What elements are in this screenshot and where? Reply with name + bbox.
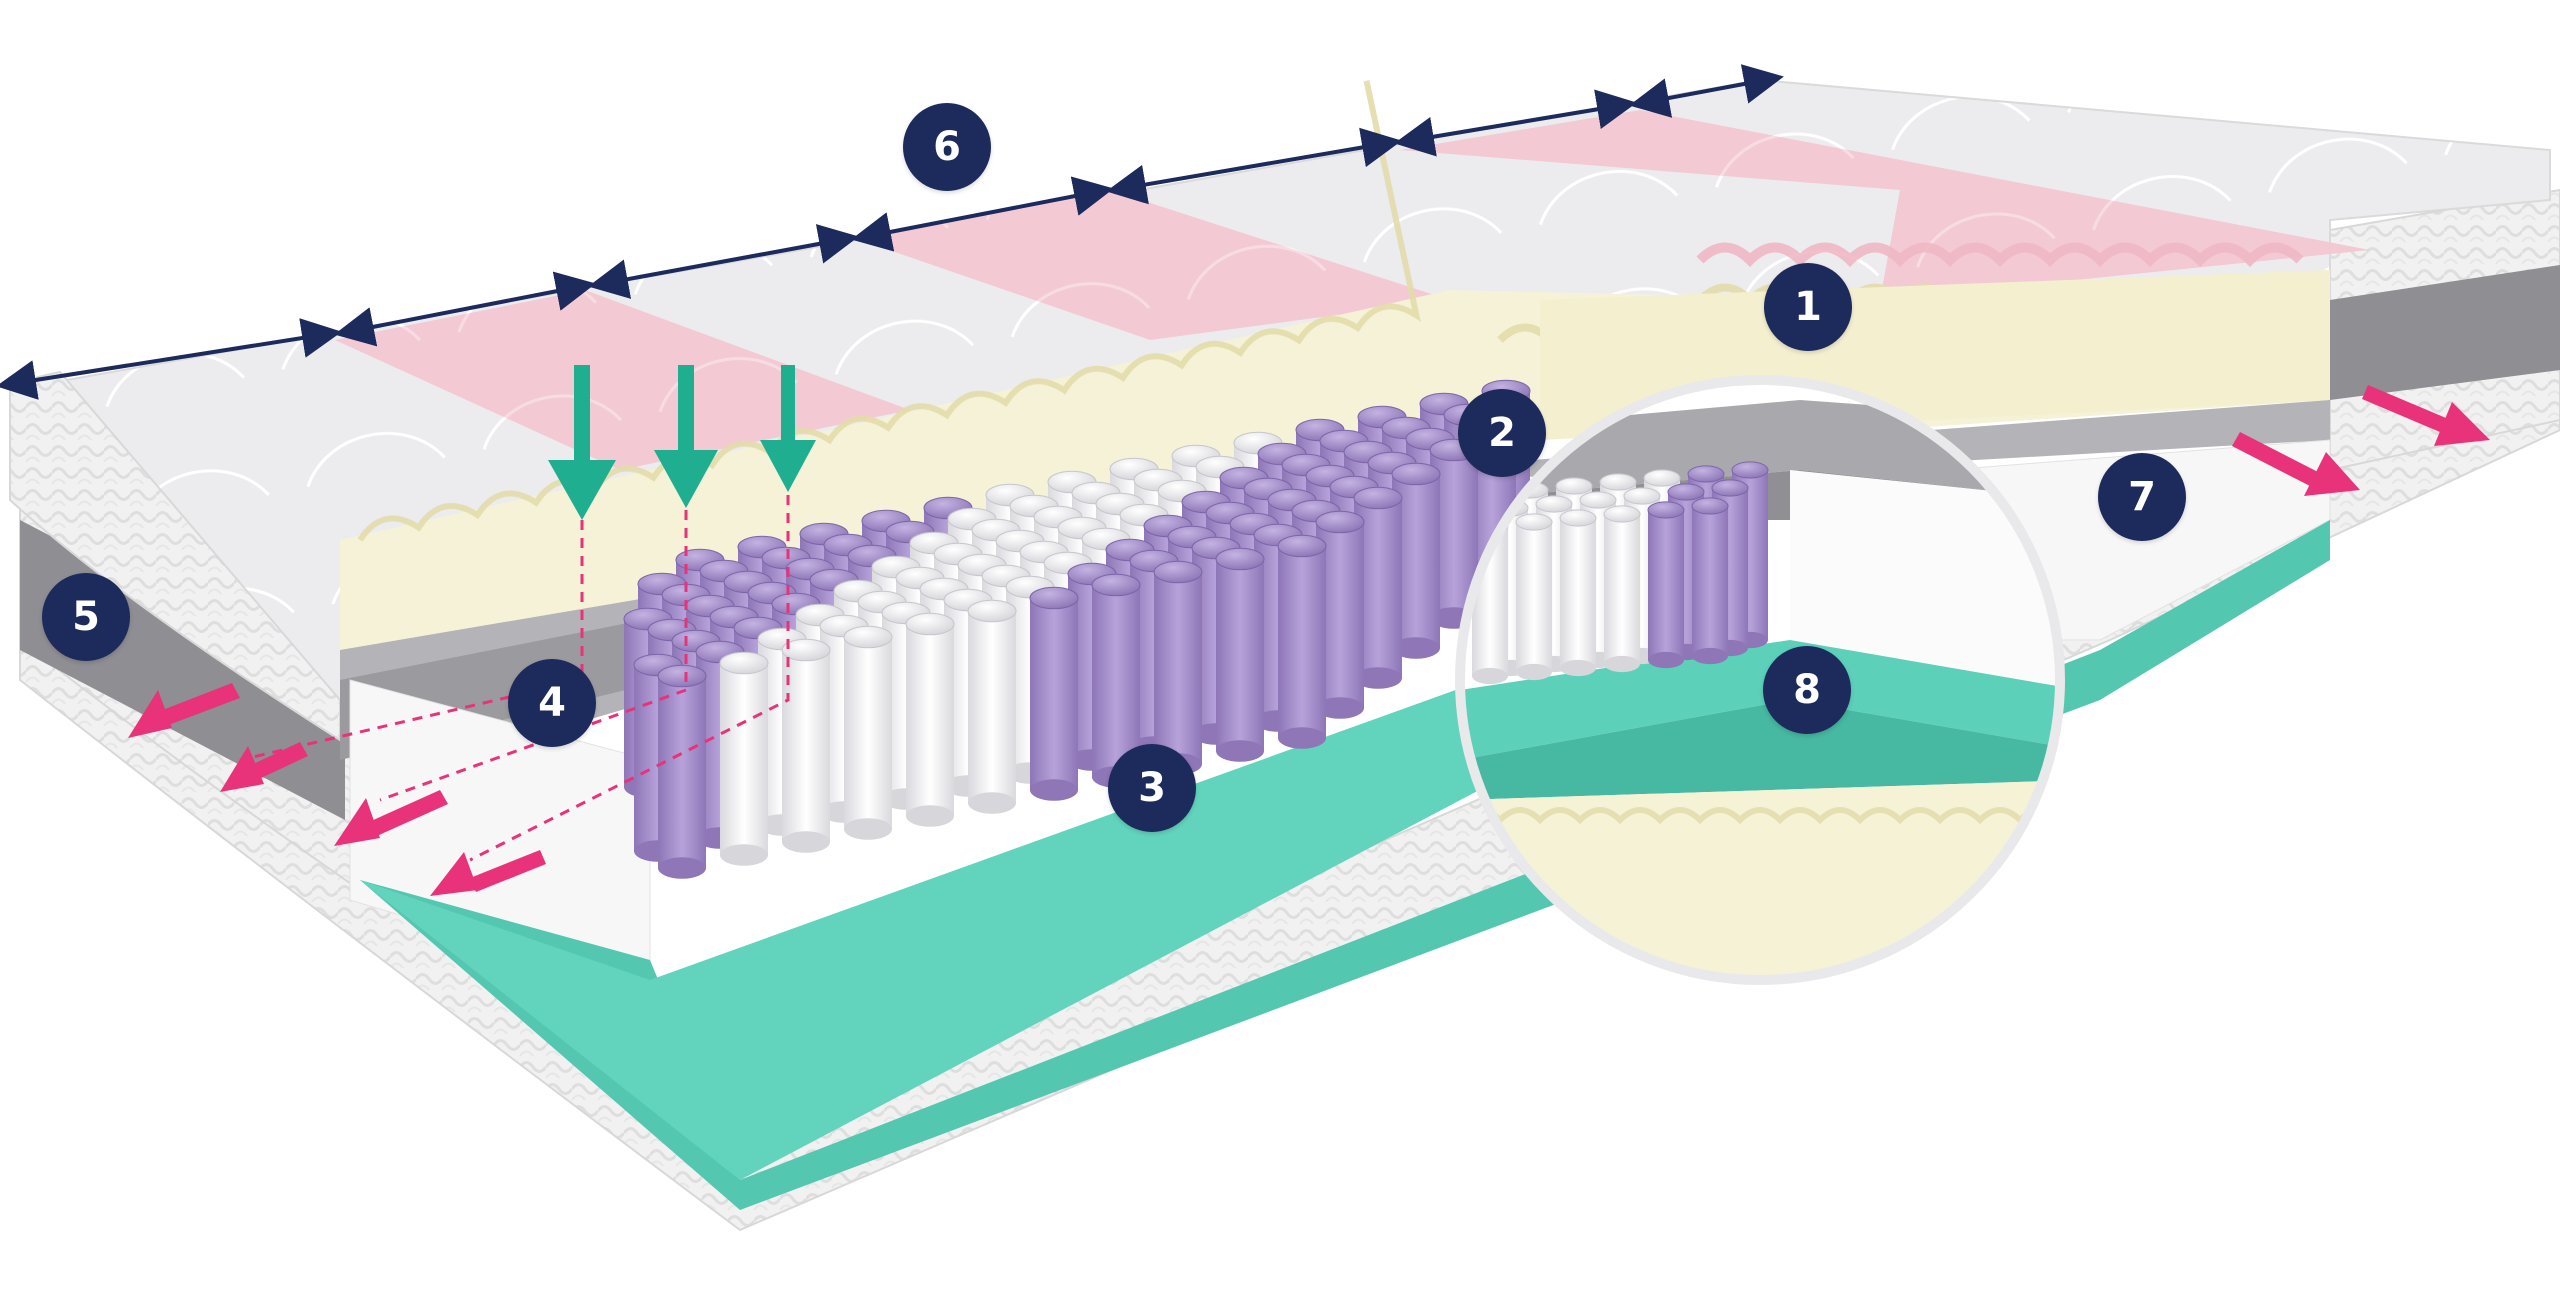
zone-dimension-arrow-icon [588, 224, 859, 299]
lens-white-wall [1790, 470, 2060, 690]
badge-8: 8 [1763, 646, 1851, 734]
layer-3-pocket-springs [623, 379, 1531, 879]
airflow-arrow-left-2-icon [220, 742, 308, 792]
pocket-spring-purple [1153, 560, 1203, 775]
badge-2: 2 [1458, 389, 1546, 477]
zone-dimension-arrows [0, 64, 1784, 400]
zone-dimension-arrow-icon [334, 271, 596, 347]
pocket-spring-white [1559, 509, 1597, 677]
pocket-spring-purple [1647, 501, 1685, 669]
pocket-spring-white [781, 638, 831, 853]
badge-6: 6 [903, 103, 991, 191]
badge-3: 3 [1108, 744, 1196, 832]
zone-dimension-arrow-icon [1629, 64, 1784, 118]
detail-zoom-lens [1455, 375, 2065, 985]
badge-7: 7 [2098, 453, 2186, 541]
base-foam-surface [360, 620, 1650, 1180]
badge-5: 5 [42, 573, 130, 661]
airflow-arrow-right-2-icon [2362, 385, 2490, 446]
airflow-arrow-left-4-icon [430, 850, 546, 896]
pocket-spring-white [905, 612, 955, 827]
pressure-arrow-1-icon [548, 365, 616, 520]
airflow-arrows [128, 385, 2490, 896]
airflow-arrow-left-3-icon [334, 790, 448, 846]
pocket-spring-purple [1691, 497, 1729, 665]
pocket-spring-white [719, 651, 769, 866]
pocket-spring-white [967, 599, 1017, 814]
pocket-spring-white [1515, 513, 1553, 681]
side-ventilation-band-right [2330, 265, 2560, 400]
pocket-spring-white [843, 625, 893, 840]
pocket-spring-purple [1215, 547, 1265, 762]
airflow-dashed-paths [239, 495, 790, 862]
airflow-arrow-right-1-icon [2232, 432, 2360, 496]
pressure-arrow-2-icon [654, 365, 718, 508]
pressure-arrow-3-icon [760, 365, 816, 492]
cover-bottom-edge [19, 328, 2560, 1232]
zone-dimension-arrow-icon [1106, 127, 1402, 205]
pocket-spring-white [1603, 505, 1641, 673]
airflow-arrow-left-1-icon [128, 683, 240, 738]
badge-1: 1 [1764, 263, 1852, 351]
zone-dimension-arrow-icon [1394, 89, 1637, 157]
pocket-spring-purple [1277, 534, 1327, 749]
pocket-spring-purple [1029, 586, 1079, 801]
pocket-spring-purple [657, 664, 707, 879]
pressure-arrows [548, 365, 816, 520]
zone-dimension-arrow-icon [0, 318, 342, 400]
badge-4: 4 [508, 659, 596, 747]
zone-dimension-arrow-icon [851, 176, 1114, 252]
